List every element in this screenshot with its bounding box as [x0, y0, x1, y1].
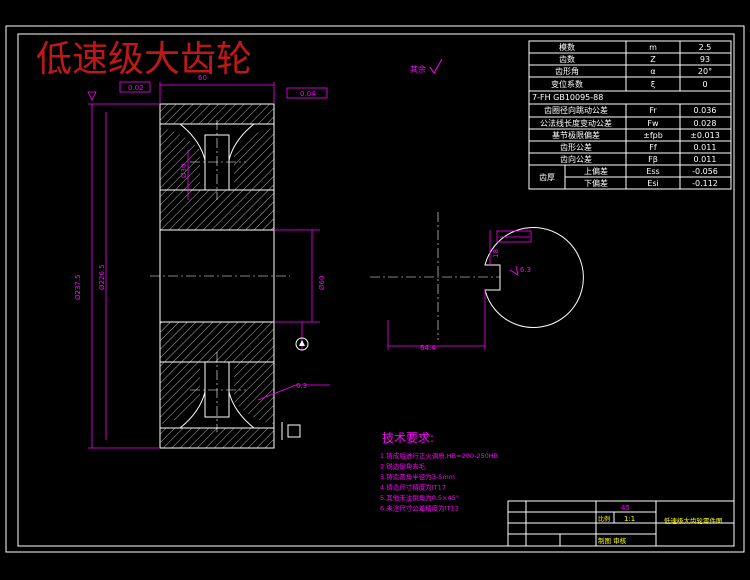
- center-lines: [150, 120, 290, 432]
- dim-tolerance-b: 0.04: [300, 90, 316, 98]
- tolerance-name: 齿形公差: [560, 142, 592, 152]
- title-block-material: 45: [621, 504, 630, 512]
- param-name: 变位系数: [551, 79, 583, 89]
- datum-a-symbol: [295, 337, 309, 351]
- tolerance-value: 0.011: [694, 143, 717, 152]
- title-block-signatures: 制图 审核: [598, 536, 627, 545]
- tolerance-symbol: Fr: [649, 106, 657, 115]
- hub-end-view: [484, 227, 584, 328]
- thickness-label: 齿厚: [539, 173, 555, 182]
- dim-roughness-key: 6.3: [520, 266, 531, 274]
- param-name: 齿数: [559, 54, 575, 64]
- tolerance-value: 0.011: [694, 155, 717, 164]
- tolerance-name: 齿圈径向跳动公差: [544, 105, 608, 115]
- dim-keyway-depth: 64.4: [420, 344, 436, 352]
- roughness-symbol: [429, 58, 443, 74]
- dim-width: 60: [198, 74, 207, 82]
- param-value: 2.5: [699, 43, 712, 52]
- param-value: 20°: [698, 67, 712, 76]
- param-symbol: ξ: [651, 80, 655, 89]
- param-value: 93: [700, 55, 710, 64]
- tolerance-value: 0.036: [694, 106, 717, 115]
- title-block-scale-label: 比例: [598, 515, 610, 523]
- param-name: 模数: [559, 42, 575, 52]
- param-symbol: α: [650, 67, 655, 76]
- title-block-drawing-name: 低速级大齿轮零件图: [664, 516, 723, 525]
- tech-req-item: 6.未注尺寸公差精度为IT12: [380, 504, 459, 513]
- end-view-dimensions: [387, 230, 532, 350]
- dim-tolerance-a: 0.02: [128, 84, 144, 92]
- thickness-upper-value: -0.056: [692, 167, 718, 176]
- tolerance-symbol: Fβ: [648, 155, 658, 164]
- tech-req-item: 5.其他未注倒角为0.5×45°: [380, 493, 459, 502]
- datum-arrow: [299, 340, 305, 346]
- dim-roughness-side: 6.3: [296, 382, 307, 390]
- thickness-lower-name: 下偏差: [584, 178, 608, 188]
- tolerance-symbol: Ff: [649, 143, 657, 152]
- roughness-note: 其余: [410, 64, 426, 74]
- tolerance-symbol: Fw: [647, 119, 659, 128]
- tech-req-item: 1.铸成后进行正火调质,HB=200-250HB: [380, 451, 498, 460]
- end-view-center-lines: [370, 212, 500, 340]
- tolerance-symbol: ±fpb: [643, 131, 663, 140]
- dim-key-width: 18: [492, 249, 500, 258]
- tech-req-title: 技术要求:: [382, 431, 434, 445]
- tolerance-name: 齿向公差: [560, 154, 592, 164]
- param-standard: 7-FH GB10095-88: [532, 93, 603, 102]
- param-symbol: Z: [650, 55, 656, 64]
- param-name: 齿形角: [555, 66, 579, 76]
- outer-border: [5, 25, 745, 553]
- param-value: 0: [702, 80, 707, 89]
- title-block: [507, 500, 735, 547]
- tolerance-name: 公法线长度变动公差: [540, 118, 612, 128]
- tolerance-value: ±0.013: [690, 131, 720, 140]
- datum-b-box: [287, 424, 301, 438]
- dim-bore: Ø60: [318, 276, 326, 290]
- thickness-lower-symbol: Esi: [647, 179, 658, 188]
- title-block-scale: 1:1: [624, 515, 635, 523]
- inner-border: [17, 33, 735, 547]
- dim-root-diameter: Ø226.5: [98, 264, 106, 290]
- thickness-upper-symbol: Ess: [646, 167, 659, 176]
- tech-req-item: 2.锐边倒角去毛: [380, 462, 426, 471]
- thickness-upper-name: 上偏差: [584, 166, 608, 176]
- tech-req-item: 3.铸造圆角半径为3-5mm: [380, 472, 455, 481]
- drawing-title: 低速级大齿轮: [36, 39, 252, 80]
- tech-req-item: 4.铸造尺寸精度为IT17: [380, 483, 446, 492]
- dim-hole: Ø30: [180, 164, 188, 178]
- tolerance-name: 基节极限偏差: [552, 130, 600, 140]
- thickness-lower-value: -0.112: [692, 179, 718, 188]
- dim-outer-diameter: Ø237.5: [74, 274, 82, 300]
- parameter-table: [528, 40, 732, 190]
- tolerance-value: 0.028: [694, 119, 717, 128]
- param-symbol: m: [649, 43, 657, 52]
